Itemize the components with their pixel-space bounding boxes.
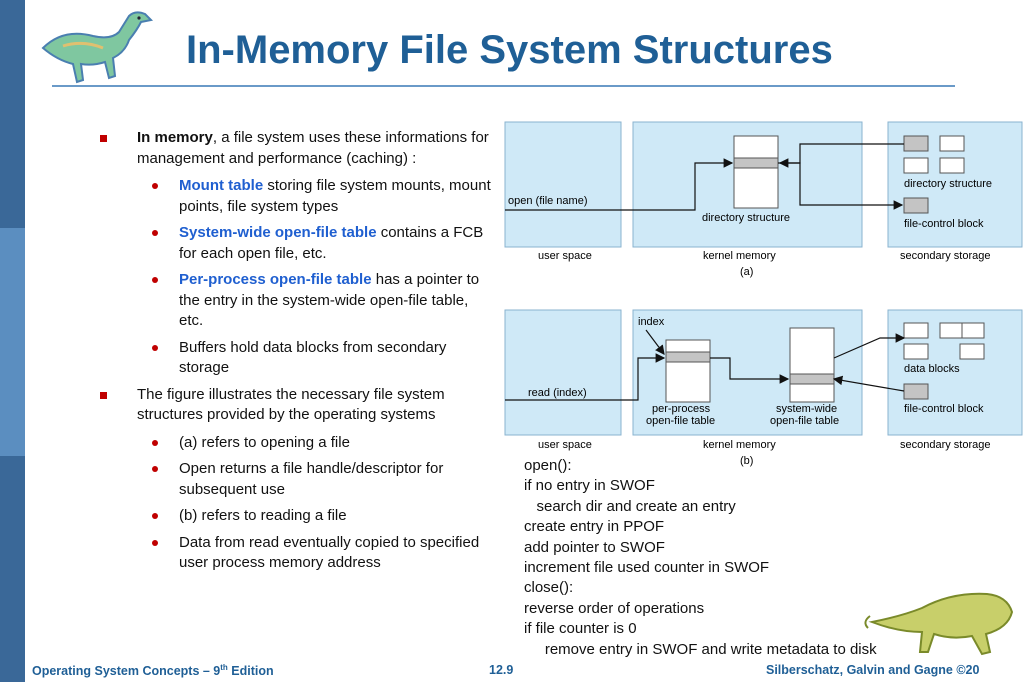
footer-right: Silberschatz, Galvin and Gagne ©20 <box>766 663 980 677</box>
open-arrow <box>505 158 734 211</box>
bullet-figure: The figure illustrates the necessary fil… <box>100 385 495 426</box>
secondary-storage-label: secondary storage <box>900 250 991 262</box>
left-accent-segment <box>0 228 25 456</box>
bullet-in-memory: In memory, a file system uses these info… <box>100 128 495 169</box>
highlight-text: System-wide open-file table <box>179 224 377 241</box>
code-line: create entry in PPOF <box>524 518 665 536</box>
footer-left: Operating System Concepts – 9th Edition <box>32 663 274 678</box>
footer-left-edition: Edition <box>227 664 274 679</box>
storage-block <box>903 322 929 339</box>
per-process-table <box>665 339 711 403</box>
kernel-memory-label-b: kernel memory <box>703 439 776 451</box>
code-line: remove entry in SWOF and write metadata … <box>524 640 877 658</box>
user-space-panel-a <box>504 121 622 248</box>
index-label: index <box>638 316 665 328</box>
storage-block <box>903 343 929 360</box>
pointer-arrow <box>710 357 790 384</box>
storage-block <box>939 135 965 152</box>
sub-bullet-system-wide: System-wide open-file table contains a F… <box>100 223 495 264</box>
footer-left-sup: th <box>220 663 228 672</box>
fcb-arrow <box>778 162 904 210</box>
directory-structure-table <box>733 135 779 209</box>
storage-block <box>939 322 963 339</box>
user-space-label: user space <box>538 250 592 262</box>
highlight-text: Mount table <box>179 177 264 194</box>
page-number: 12.9 <box>489 663 514 677</box>
storage-block <box>903 157 929 174</box>
fcb-copy-arrow <box>832 375 905 392</box>
caption-b: (b) <box>740 455 753 467</box>
sub-bullet-mount-table: Mount table storing file system mounts, … <box>100 176 495 217</box>
read-arrow <box>505 353 666 401</box>
fcb-label-b: file-control block <box>904 403 984 415</box>
secondary-storage-label-b: secondary storage <box>900 439 991 451</box>
left-accent-bar <box>0 0 25 682</box>
pseudo-code-block: open(): if no entry in SWOF search dir an… <box>524 456 877 660</box>
per-process-label-2: open-file table <box>646 415 715 427</box>
bullet-list: In memory, a file system uses these info… <box>100 128 495 580</box>
sub-bullet-a: (a) refers to opening a file <box>100 433 495 454</box>
directory-structure-storage-label: directory structure <box>904 178 992 190</box>
code-line: if no entry in SWOF <box>524 477 655 495</box>
system-wide-label-2: open-file table <box>770 415 839 427</box>
caption-a: (a) <box>740 266 753 278</box>
user-space-label-b: user space <box>538 439 592 451</box>
code-line: increment file used counter in SWOF <box>524 559 770 577</box>
per-process-label: per-process <box>652 403 711 415</box>
dinosaur-bottom-icon <box>864 592 1014 656</box>
kernel-memory-label: kernel memory <box>703 250 776 262</box>
bullet-text: storing file system mounts, mount points… <box>179 177 491 215</box>
directory-entry <box>733 157 779 169</box>
per-process-entry <box>665 351 711 363</box>
system-wide-entry <box>789 373 835 385</box>
system-wide-label: system-wide <box>776 403 837 415</box>
storage-block <box>903 135 929 152</box>
code-line: if file counter is 0 <box>524 620 637 638</box>
system-wide-table <box>789 327 835 403</box>
highlight-text: Per-process open-file table <box>179 271 372 288</box>
footer-left-text: Operating System Concepts – 9 <box>32 664 221 679</box>
fcb-block <box>903 197 929 214</box>
directory-structure-label: directory structure <box>702 212 790 224</box>
bullet-bold-text: In memory <box>137 129 213 146</box>
sub-bullet-per-process: Per-process open-file table has a pointe… <box>100 270 495 332</box>
data-blocks-label: data blocks <box>904 363 960 375</box>
storage-block <box>959 343 985 360</box>
bullet-text: has a pointer to the entry in the system… <box>179 271 480 329</box>
fcb-block <box>903 383 929 400</box>
index-arrow <box>645 329 665 355</box>
code-line: close(): <box>524 579 574 597</box>
sub-bullet-buffers: Buffers hold data blocks from secondary … <box>100 338 495 379</box>
sub-bullet-open-returns: Open returns a file handle/descriptor fo… <box>100 459 495 500</box>
file-system-diagram: open (file name) directory structure dir… <box>504 121 1023 467</box>
title-divider <box>52 85 955 87</box>
code-line: add pointer to SWOF <box>524 538 665 556</box>
fcb-label: file-control block <box>904 218 984 230</box>
bullet-text: contains a FCB for each open file, etc. <box>179 224 484 262</box>
code-line: open(): <box>524 457 572 474</box>
data-arrow <box>833 333 906 359</box>
code-line: search dir and create an entry <box>524 497 736 515</box>
bullet-text: , a file system uses these informations … <box>137 129 489 167</box>
code-line: reverse order of operations <box>524 599 705 617</box>
storage-block <box>961 322 985 339</box>
page-title: In-Memory File System Structures <box>186 28 833 72</box>
storage-block <box>939 157 965 174</box>
user-space-panel-b <box>504 309 622 436</box>
sub-bullet-b: (b) refers to reading a file <box>100 506 495 527</box>
dinosaur-logo-icon <box>41 11 154 84</box>
open-label: open (file name) <box>508 195 588 207</box>
read-label: read (index) <box>528 387 587 399</box>
sub-bullet-data-read: Data from read eventually copied to spec… <box>100 533 495 574</box>
